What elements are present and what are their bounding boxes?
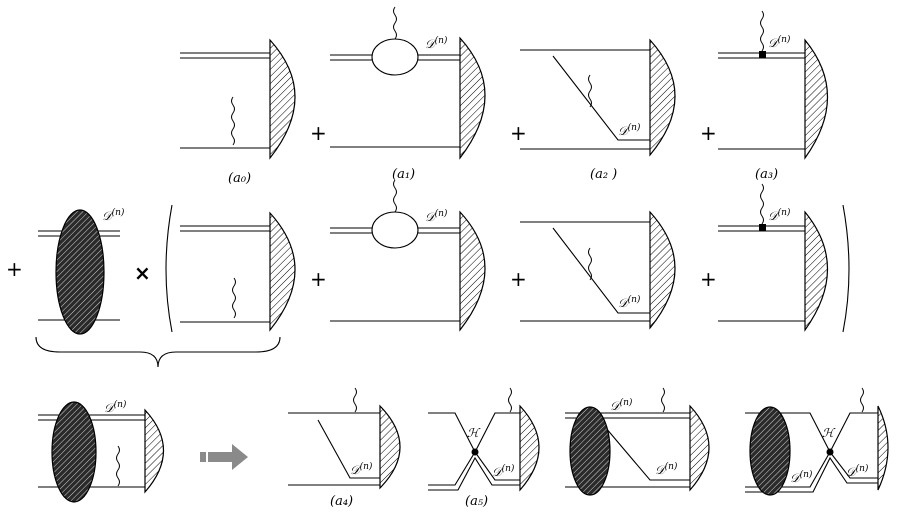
plus-sign: + [510,267,527,291]
svg-text:𝒟(n): 𝒟(n) [768,207,791,223]
diagram-row2-a1: 𝒟(n) [330,179,486,332]
dn-label: 𝒟 [846,465,858,479]
vertex-square [759,224,766,231]
svg-text:𝒟(n): 𝒟(n) [425,35,448,51]
svg-text:𝒟(n): 𝒟(n) [846,463,869,479]
dn-label: 𝒟 [610,399,622,413]
dn-label: 𝒟 [768,209,780,223]
svg-text:𝒟(n): 𝒟(n) [618,122,641,138]
label-a2: (a₂ ) [590,167,617,182]
svg-text:𝒟(n): 𝒟(n) [790,469,813,485]
svg-text:𝒟(n): 𝒟(n) [768,34,791,50]
label-a1: (a₁) [392,167,415,182]
diagram-row3-left: 𝒟(n) [38,399,164,503]
svg-text:𝒟(n): 𝒟(n) [610,397,633,413]
times-sign: × [134,261,151,285]
dn-label: 𝒟 [104,401,116,415]
dn-label: 𝒟 [492,465,504,479]
svg-text:𝒟(n): 𝒟(n) [492,463,515,479]
diagram-a0: (a₀) [180,38,296,186]
plus-sign: + [700,267,717,291]
plus-sign: + [310,267,327,291]
diagram-row3-fourth: ℋ 𝒟(n) 𝒟(n) [745,387,889,496]
label-a5: (a₅) [465,494,488,509]
svg-text:𝒟(n): 𝒟(n) [425,208,448,224]
label-a4: (a₄) [330,494,353,509]
left-bracket [165,204,173,333]
diagram-row2-a3: 𝒟(n) [718,183,829,332]
dn-label: 𝒟 [102,209,114,223]
h-label: ℋ [822,426,836,440]
plus-sign: + [700,121,717,145]
dn-label: 𝒟 [425,210,437,224]
dark-blob-factor: 𝒟(n) [38,207,125,335]
arrow-icon [200,444,248,470]
dn-label: 𝒟 [425,37,437,51]
svg-text:𝒟(n): 𝒟(n) [102,207,125,223]
vertex-square [759,51,766,58]
dn-label: 𝒟 [618,124,630,138]
h-label: ℋ [467,426,481,440]
svg-text:𝒟(n): 𝒟(n) [104,399,127,415]
vertex-dot [471,448,479,456]
diagram-row3-third: 𝒟(n) 𝒟(n) [565,387,710,496]
dn-label: 𝒟 [790,471,802,485]
label-a3: (a₃) [755,167,778,182]
diagram-a2: 𝒟(n) (a₂ ) [520,38,676,182]
diagram-a3: 𝒟(n) (a₃) [718,10,829,182]
plus-sign: + [6,257,23,281]
diagram-a5: ℋ 𝒟(n) (a₅) [428,387,540,509]
svg-text:𝒟(n): 𝒟(n) [618,294,641,310]
label-a0: (a₀) [228,171,251,186]
diagram-a1: 𝒟(n) (a₁) [330,6,486,182]
plus-sign: + [510,121,527,145]
dn-label: 𝒟 [768,36,780,50]
plus-sign: + [310,121,327,145]
curly-brace [35,336,281,368]
svg-text:𝒟(n): 𝒟(n) [350,461,373,477]
dn-label: 𝒟 [618,296,630,310]
diagram-row2-a0 [180,211,296,332]
diagram-a4: 𝒟(n) (a₄) [288,387,401,509]
svg-text:𝒟(n): 𝒟(n) [655,461,678,477]
dn-label: 𝒟 [655,463,667,477]
right-bracket [842,204,850,333]
diagram-row2-a2: 𝒟(n) [520,210,676,330]
dn-label: 𝒟 [350,463,362,477]
vertex-dot [826,448,834,456]
